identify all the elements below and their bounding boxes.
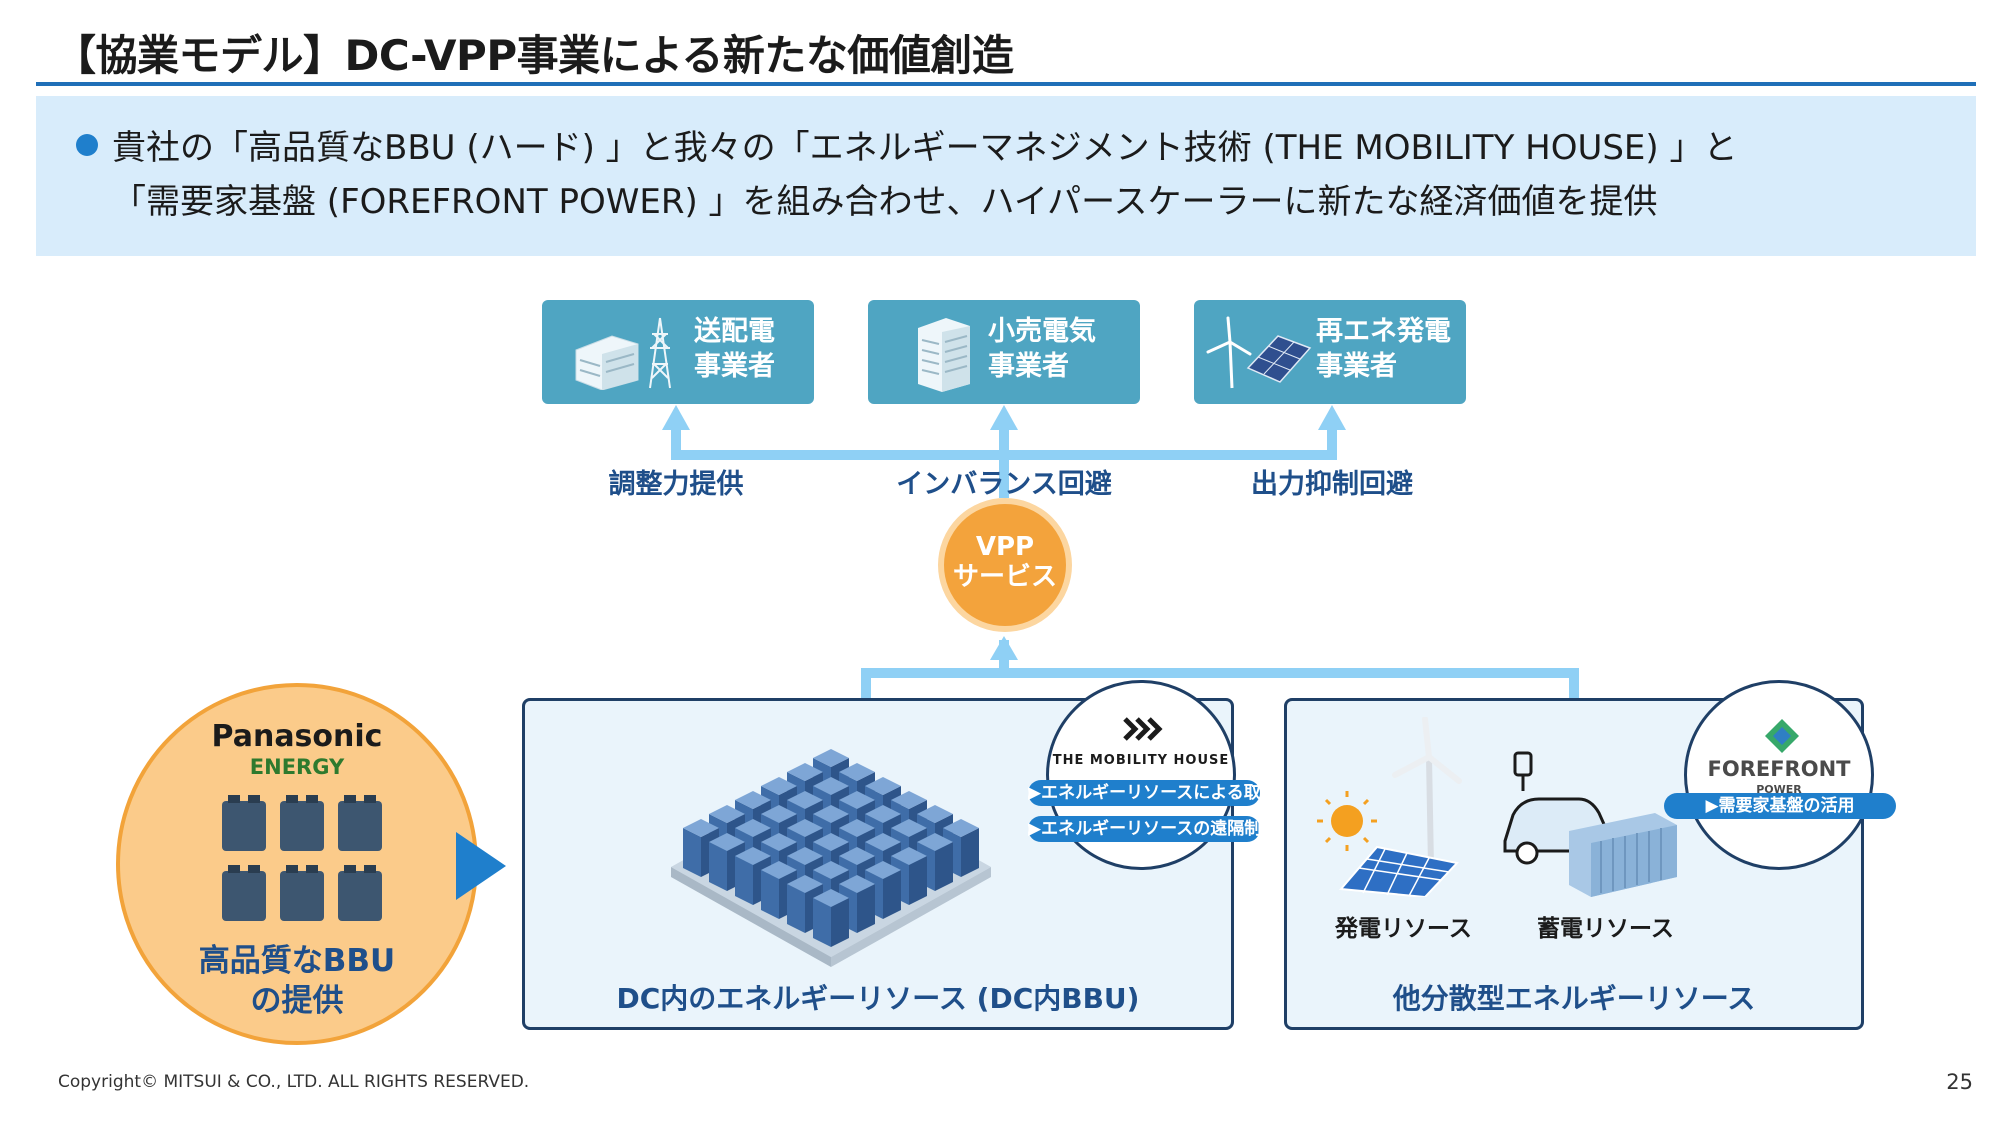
page-title: 【協業モデル】DC-VPP事業による新たな価値創造 [54,31,1014,80]
battery-cell-icon [280,795,324,851]
building-tower-icon [575,317,671,390]
forefront-logo-text: FOREFRONT [1707,757,1851,781]
battery-cell-icon [222,865,266,921]
pill-remote-control: ▶エネルギーリソースの遠隔制御 [1028,816,1278,842]
vpp-line2: サービス [952,562,1057,592]
forefront-diamond-icon [1765,719,1799,753]
ev-container-icon [1503,751,1677,897]
panasonic-logo: Panasonic [211,719,383,754]
office-building-icon [918,318,970,392]
dc-panel-caption: DC内のエネルギーリソース (DC内BBU) [616,982,1140,1015]
summary-band [36,96,1976,256]
tso-label-line2: 事業者 [694,351,775,382]
server-racks [683,749,979,947]
battery-cell-icon [280,865,324,921]
der-panel-caption: 他分散型エネルギーリソース [1392,982,1756,1015]
retailer-label-line2: 事業者 [988,351,1069,382]
generation-resource-label: 発電リソース [1335,916,1472,942]
server-rack [813,889,849,947]
copyright-text: Copyright© MITSUI & CO., LTD. ALL RIGHTS… [58,1072,530,1092]
panasonic-caption: 高品質なBBU の提供 [120,941,474,1021]
battery-cell-icon [338,865,382,921]
pill-trading: ▶エネルギーリソースによる取引 [1028,780,1278,806]
renewable-label-line2: 事業者 [1316,351,1397,382]
renewable-box: 再エネ発電 事業者 [1194,300,1466,404]
tso-label-line1: 送配電 [694,316,775,347]
battery-cell-icon [222,795,266,851]
mobility-house-chevrons-icon [1123,717,1163,741]
tso-box: 送配電 事業者 [542,300,814,404]
renewable-label-line1: 再エネ発電 [1316,316,1451,347]
retailer-box: 小売電気 事業者 [868,300,1140,404]
vpp-line1: VPP [975,532,1035,562]
flow-label-imbalance: インバランス回避 [896,469,1112,500]
battery-cell-icon [338,795,382,851]
renewable-label: 再エネ発電 事業者 [1316,314,1451,384]
solar-wind-icon [1317,717,1462,897]
bullet-dot-icon [76,134,98,156]
title-underline [36,82,1976,86]
page-number: 25 [1946,1070,1973,1094]
panasonic-caption-line2: の提供 [250,983,344,1019]
retailer-label: 小売電気 事業者 [988,314,1096,384]
arrow-right-icon [456,832,506,900]
tso-label: 送配電 事業者 [694,314,775,384]
summary-line-1: 貴社の「高品質なBBU (ハード) 」と我々の「エネルギーマネジメント技術 (T… [112,128,1738,168]
vpp-service-circle: VPP サービス [938,498,1072,632]
summary-line-2: 「需要家基盤 (FOREFRONT POWER) 」を組み合わせ、ハイパースケー… [112,182,1658,222]
flow-label-curtailment: 出力抑制回避 [1251,469,1413,500]
panasonic-bbu-bubble: Panasonic ENERGY 高品質なBBU の提供 [116,683,478,1045]
forefront-logo-sub: POWER [1756,783,1802,796]
retailer-label-line1: 小売電気 [988,316,1096,347]
wind-solar-icon [1206,316,1312,389]
storage-resource-label: 蓄電リソース [1537,916,1674,942]
forefront-logo-bubble: FOREFRONT POWER [1684,680,1874,870]
panasonic-caption-line1: 高品質なBBU [198,943,396,979]
mobility-house-logo-text: THE MOBILITY HOUSE [1052,753,1230,768]
flow-label-adjustment: 調整力提供 [608,469,744,500]
pill-customer-base: ▶需要家基盤の活用 [1664,793,1896,819]
panasonic-energy-logo: ENERGY [249,755,345,779]
